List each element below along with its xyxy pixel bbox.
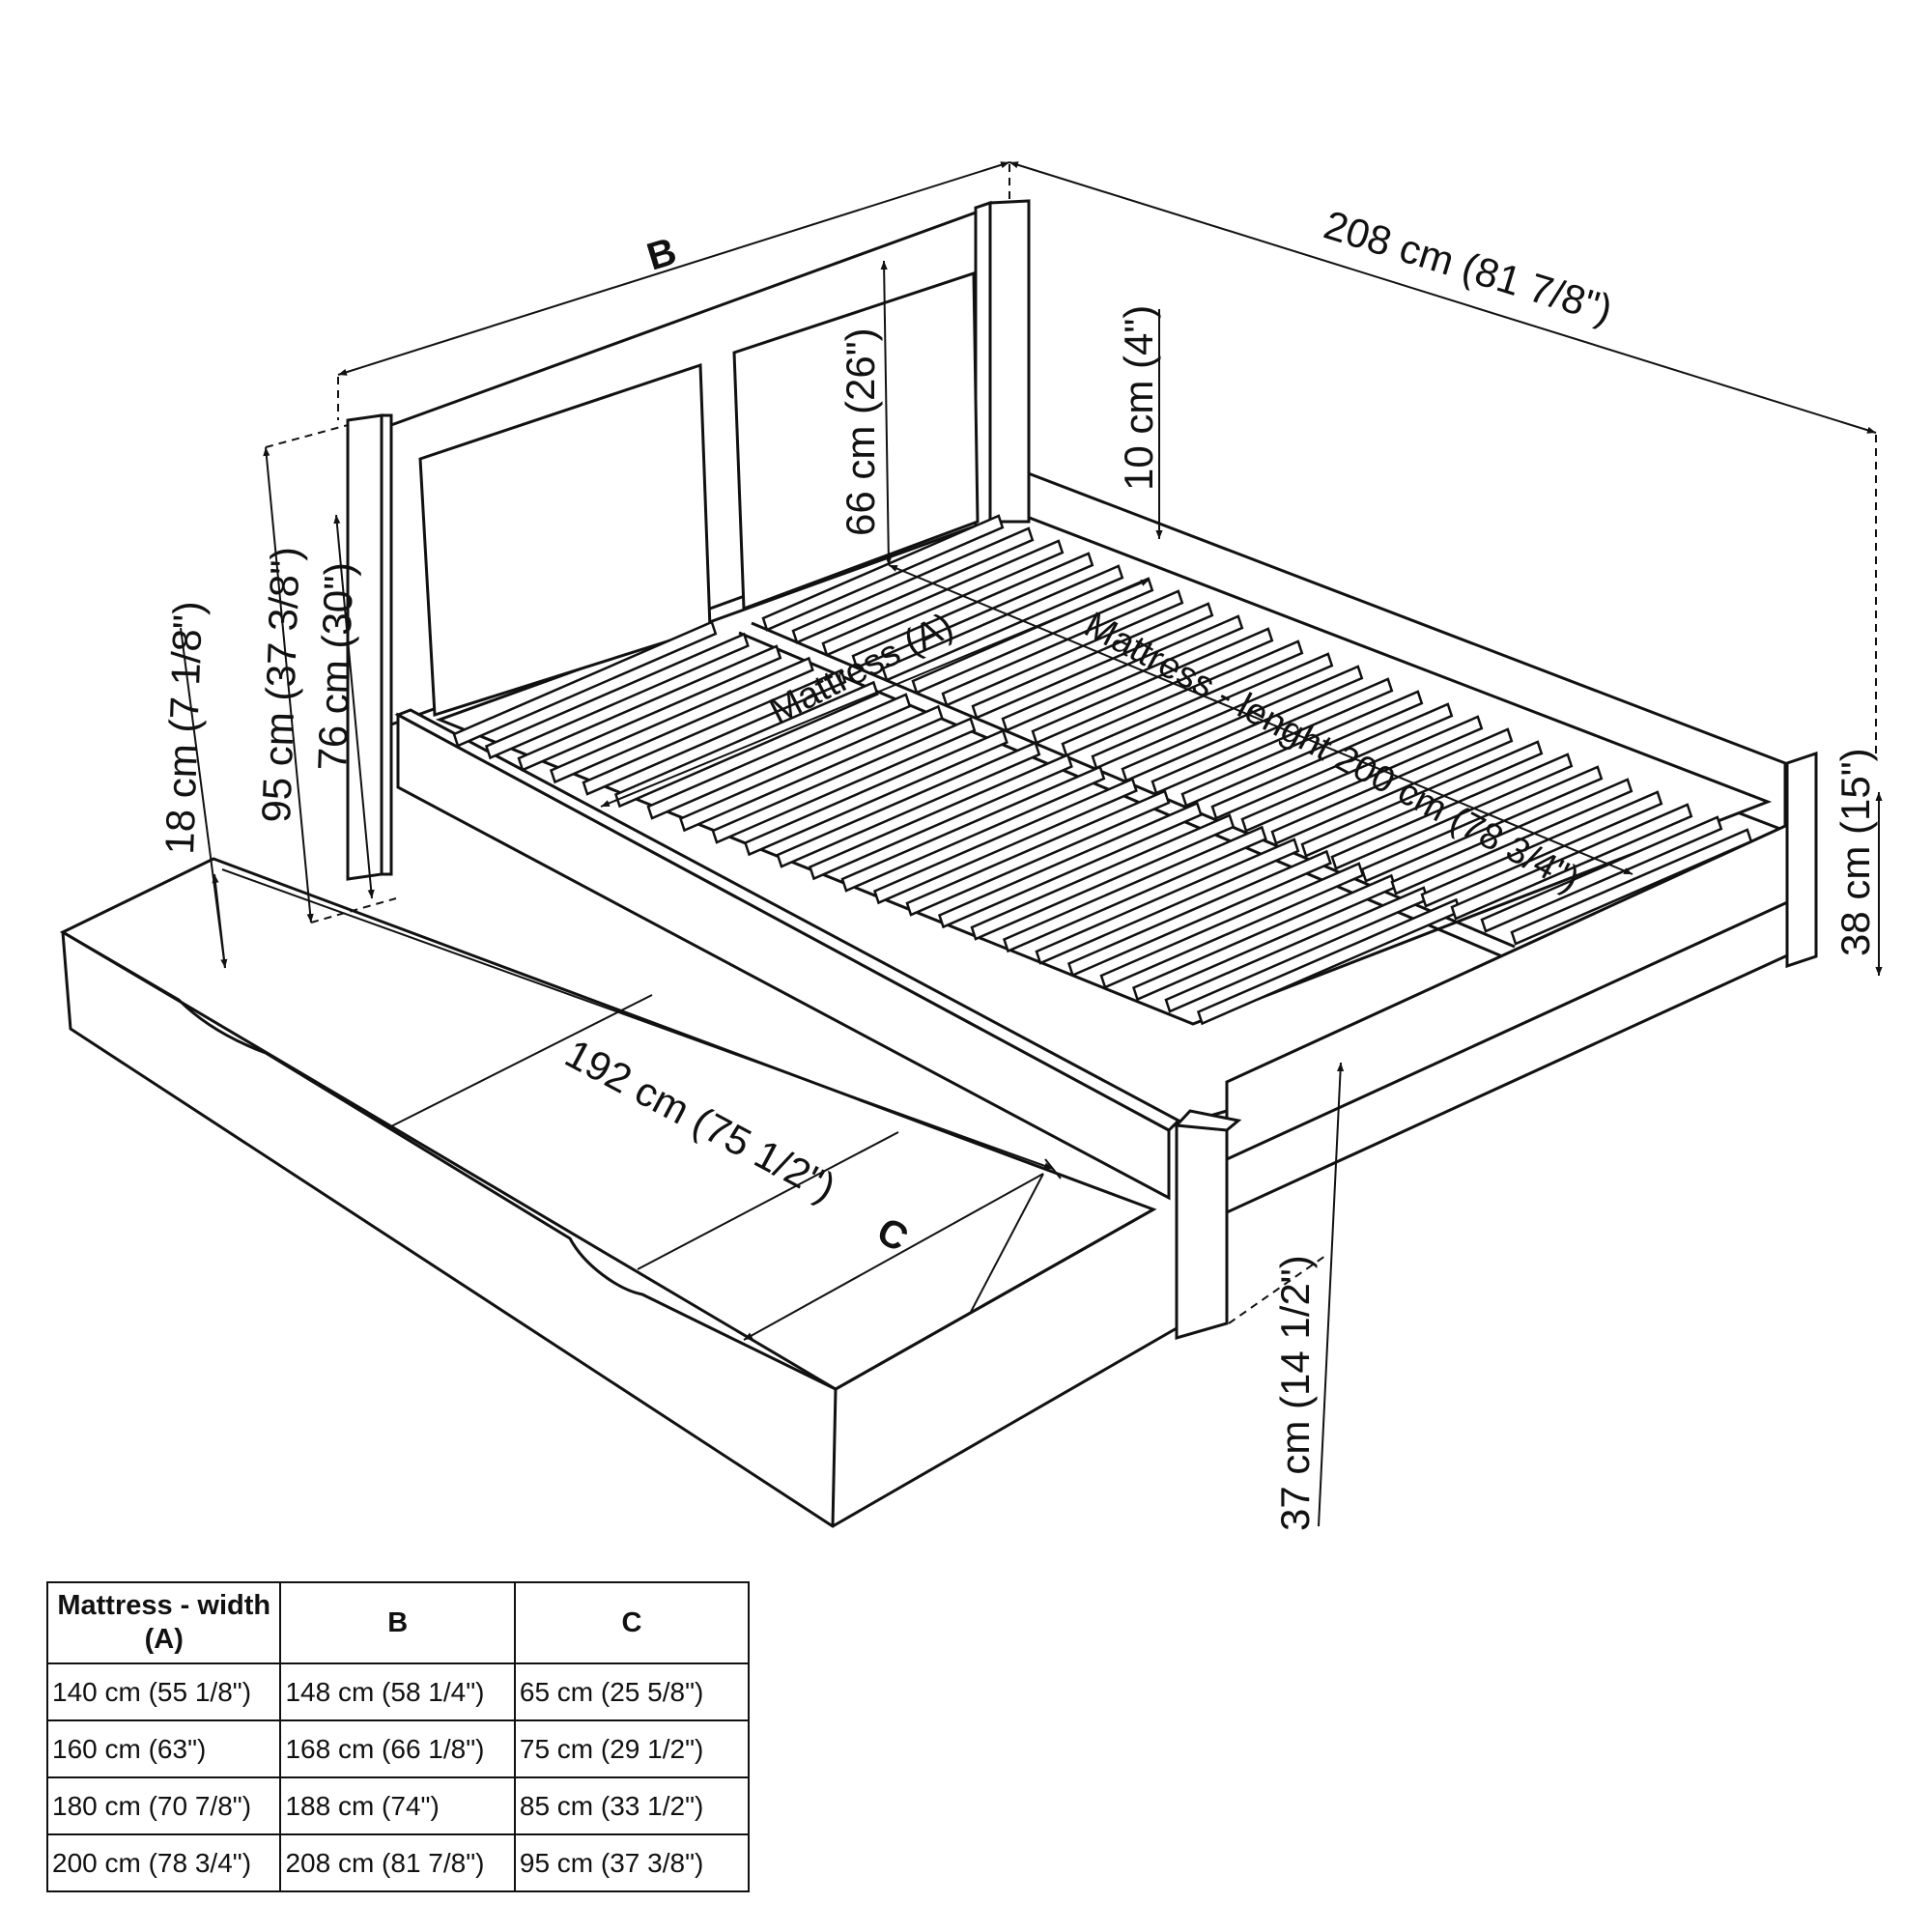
table-cell: 85 cm (33 1/2")	[513, 1776, 751, 1835]
table-cell: 200 cm (78 3/4")	[45, 1833, 282, 1892]
table-cell: 75 cm (29 1/2")	[513, 1719, 751, 1778]
headboard-panel-height-label: 66 cm (26")	[838, 327, 883, 536]
letter-b-label: B	[642, 230, 681, 279]
table-cell: 148 cm (58 1/4")	[279, 1662, 516, 1721]
table-row: 160 cm (63") 168 cm (66 1/8") 75 cm (29 …	[45, 1719, 751, 1778]
mattress-gap-label: 10 cm (4")	[1116, 305, 1161, 491]
table-row: 180 cm (70 7/8") 188 cm (74") 85 cm (33 …	[45, 1776, 751, 1835]
frame-height-label: 37 cm (14 1/2")	[1272, 1255, 1318, 1531]
table-cell: 188 cm (74")	[279, 1776, 516, 1835]
overall-length-label: 208 cm (81 7/8")	[1319, 202, 1617, 332]
side-height-label: 38 cm (15")	[1833, 748, 1878, 956]
table-cell: 180 cm (70 7/8")	[45, 1776, 282, 1835]
table-cell: 168 cm (66 1/8")	[279, 1719, 516, 1778]
header-b: B	[279, 1581, 516, 1664]
dimension-lines	[180, 161, 1883, 1527]
table-cell: 160 cm (63")	[45, 1719, 282, 1778]
table-row: 200 cm (78 3/4") 208 cm (81 7/8") 95 cm …	[45, 1833, 751, 1892]
headboard-height-label: 95 cm (37 3/8")	[253, 546, 308, 823]
table-cell: 65 cm (25 5/8")	[513, 1662, 751, 1721]
table-cell: 95 cm (37 3/8")	[513, 1833, 751, 1892]
slat	[1510, 828, 1753, 946]
header-mattress-width: Mattress - width (A)	[45, 1581, 282, 1664]
footboard-post-height-label: 76 cm (30")	[309, 561, 361, 771]
drawer	[59, 857, 1178, 1528]
table-header-row: Mattress - width (A) B C	[45, 1581, 751, 1664]
size-table: Mattress - width (A) B C 140 cm (55 1/8"…	[45, 1581, 751, 1892]
table-cell: 208 cm (81 7/8")	[279, 1833, 516, 1892]
header-c: C	[513, 1581, 751, 1664]
table-row: 140 cm (55 1/8") 148 cm (58 1/4") 65 cm …	[45, 1662, 751, 1721]
table-cell: 140 cm (55 1/8")	[45, 1662, 282, 1721]
drawer-height-label: 18 cm (7 1/8")	[156, 600, 211, 855]
slat	[1480, 815, 1723, 933]
